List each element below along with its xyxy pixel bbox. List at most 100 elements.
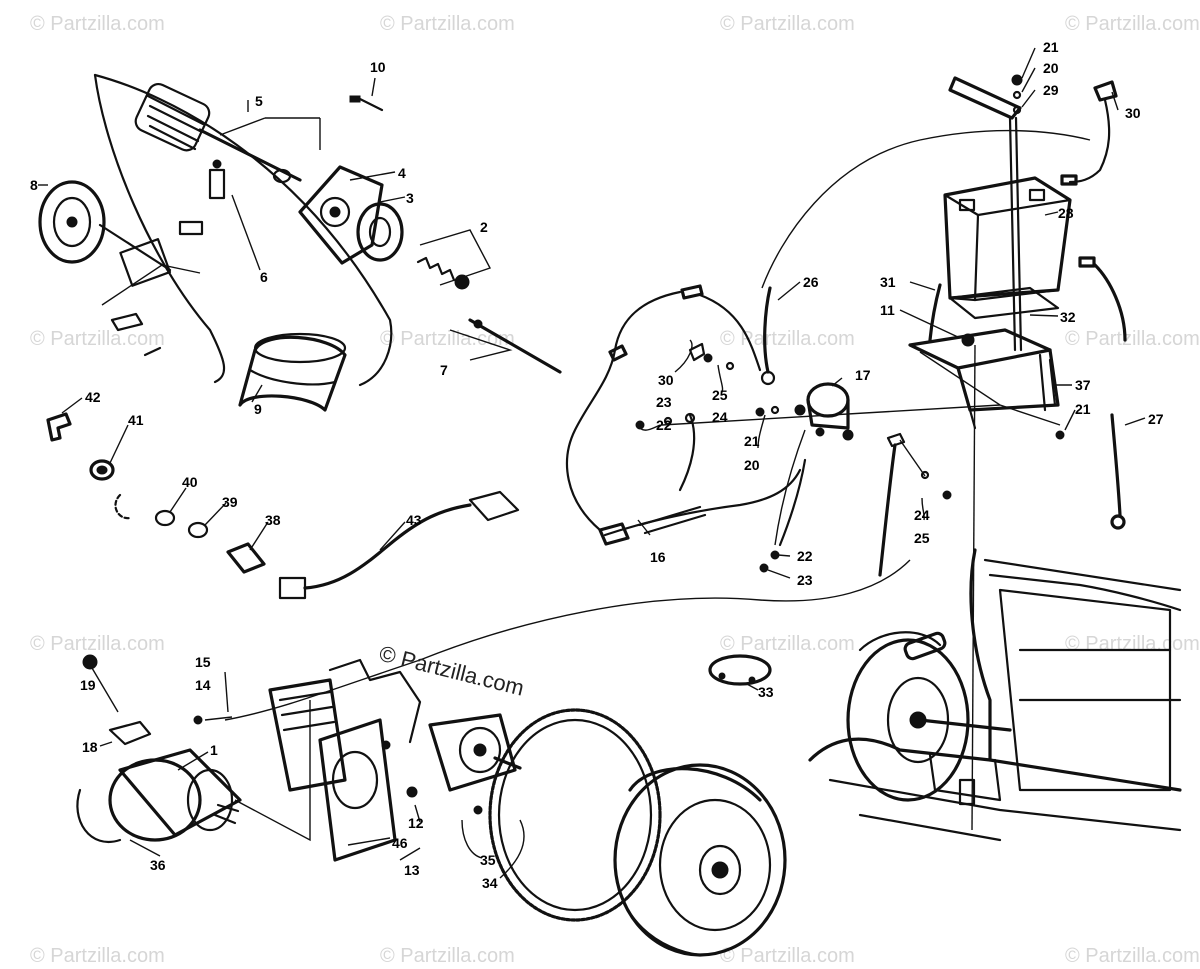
- watermark-text: © Partzilla.com: [30, 13, 165, 35]
- drive-pinion: [356, 202, 404, 262]
- watermark-text: © Partzilla.com: [1065, 328, 1200, 350]
- assembly-outline: [93, 73, 226, 384]
- callout-label: 17: [855, 367, 871, 383]
- ignition-switch: [226, 542, 266, 574]
- callout-label: 46: [392, 835, 408, 851]
- callout-label: 6: [260, 269, 268, 285]
- callout-label: 23: [656, 394, 672, 410]
- key-switch-assembly: [46, 412, 266, 574]
- loom-connector: [608, 344, 628, 362]
- flywheel: [613, 763, 787, 957]
- callout-label: 30: [658, 372, 674, 388]
- callout-label: 4: [398, 165, 406, 181]
- callout-label: 24: [712, 409, 728, 425]
- washer: [154, 509, 176, 527]
- callout-label: 31: [880, 274, 896, 290]
- callout-label: 12: [408, 815, 424, 831]
- vent-tube: [928, 283, 942, 342]
- battery-cable-positive: [1078, 256, 1127, 342]
- switch-nut: [89, 459, 115, 481]
- loom-connector: [680, 284, 704, 300]
- battery-terminal-cap: [1060, 80, 1118, 186]
- watermark-text: © Partzilla.com: [1065, 13, 1200, 35]
- callout-label: 27: [1148, 411, 1164, 427]
- through-bolt: [468, 318, 562, 374]
- battery-cable-negative: [1110, 413, 1126, 530]
- callout-label: 24: [914, 507, 930, 523]
- harness-connector: [468, 490, 520, 522]
- watermark-text: © Partzilla.com: [380, 328, 515, 350]
- callout-label: 8: [30, 177, 38, 193]
- wiring-harness: [278, 490, 520, 600]
- callout-label: 35: [480, 852, 496, 868]
- callout-label: 21: [1043, 39, 1059, 55]
- starter-mount-bracket: [268, 678, 418, 862]
- callout-label: 1: [210, 742, 218, 758]
- watermark-text: © Partzilla.com: [30, 633, 165, 655]
- battery-cable-small: [688, 342, 706, 362]
- solenoid: [794, 382, 854, 441]
- starter-terminal: [108, 720, 152, 746]
- callout-label: 5: [255, 93, 263, 109]
- watermark-text: © Partzilla.com: [1065, 633, 1200, 655]
- callout-label: 36: [150, 857, 166, 873]
- hold-down-strap: [948, 74, 1023, 352]
- callout-label: 25: [914, 530, 930, 546]
- hose-clamp: [708, 654, 772, 686]
- battery-tray: [908, 328, 1061, 430]
- callout-label: 18: [82, 739, 98, 755]
- callout-label: 25: [712, 387, 728, 403]
- watermarks: © Partzilla.com © Partzilla.com © Partzi…: [30, 13, 1200, 967]
- watermark-text: © Partzilla.com: [1065, 945, 1200, 967]
- callout-label: 14: [195, 677, 211, 693]
- callout-label: 9: [254, 401, 262, 417]
- callout-label: 19: [80, 677, 96, 693]
- callout-label: 20: [1043, 60, 1059, 76]
- watermark-text: © Partzilla.com: [380, 13, 515, 35]
- armature: [134, 83, 302, 184]
- callout-label: 7: [440, 362, 448, 378]
- battery: [943, 176, 1072, 302]
- callout-label: 3: [406, 190, 414, 206]
- callout-label: 15: [195, 654, 211, 670]
- callout-label: 22: [656, 417, 672, 433]
- washer: [187, 521, 209, 539]
- engine-housing: [328, 658, 522, 792]
- callout-label: 32: [1060, 309, 1076, 325]
- callout-label: 16: [650, 549, 666, 565]
- screw: [349, 95, 384, 112]
- drive-end-frame: [298, 165, 384, 265]
- watermark-text: © Partzilla.com: [720, 945, 855, 967]
- callout-leaders: [38, 47, 1146, 879]
- callout-label: 39: [222, 494, 238, 510]
- field-frame: [238, 332, 347, 412]
- callout-label: 38: [265, 512, 281, 528]
- drive-clutch: [846, 631, 1012, 802]
- chassis: [808, 548, 1182, 842]
- watermark-main: © Partzilla.com: [377, 641, 527, 701]
- callout-label: 33: [758, 684, 774, 700]
- callout-label: 30: [1125, 105, 1141, 121]
- assembly-outline: [93, 73, 393, 387]
- tray-leader: [971, 344, 976, 831]
- starter-exploded-assembly: [38, 73, 562, 412]
- loom-connector: [598, 522, 630, 546]
- callout-label: 22: [797, 548, 813, 564]
- callout-label: 43: [406, 512, 422, 528]
- callout-label: 21: [1075, 401, 1091, 417]
- watermark-text: © Partzilla.com: [720, 328, 855, 350]
- watermark-text: © Partzilla.com: [30, 328, 165, 350]
- hardware-small: [635, 353, 1065, 573]
- assembly-leader: [234, 700, 311, 842]
- ground-cable: [878, 432, 926, 577]
- watermark-text: © Partzilla.com: [720, 633, 855, 655]
- starter-motor-assembly: [76, 654, 242, 843]
- callout-label: 29: [1043, 82, 1059, 98]
- harness-connector: [278, 576, 307, 600]
- callout-label: 2: [480, 219, 488, 235]
- end-cap: [38, 180, 172, 272]
- switch-key: [46, 412, 72, 442]
- callout-label: 28: [1058, 205, 1074, 221]
- callout-label: 20: [744, 457, 760, 473]
